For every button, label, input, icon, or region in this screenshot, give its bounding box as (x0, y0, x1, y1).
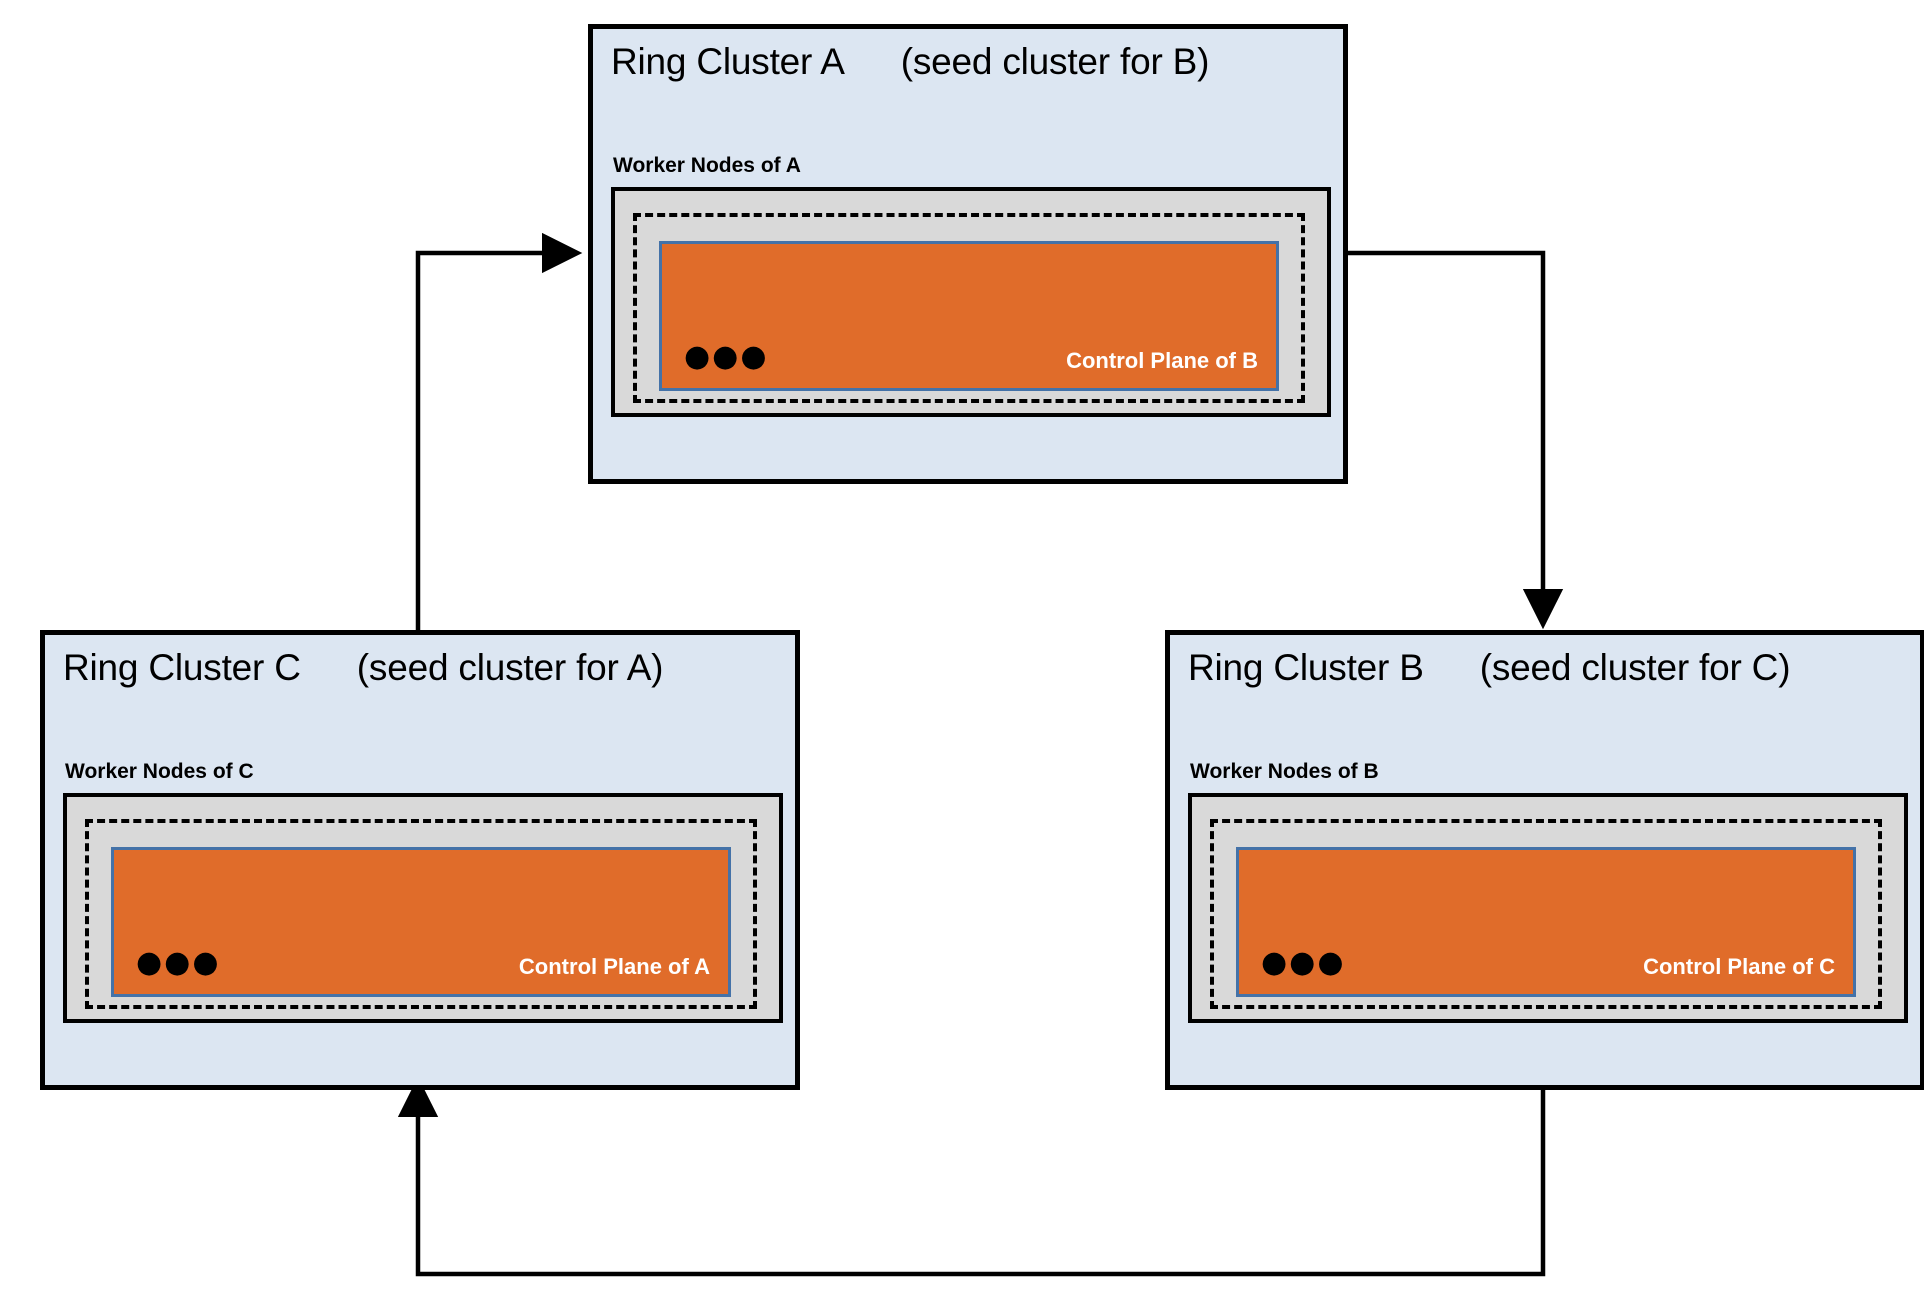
worker-node-dashed-boundary-c: ●●● Control Plane of A (85, 819, 757, 1009)
ellipsis-icon: ●●● (1261, 945, 1346, 980)
control-plane-label-a: Control Plane of A (518, 954, 710, 979)
control-plane-label-c: Control Plane of C (1643, 954, 1835, 979)
arrow-b-to-c (397, 1076, 1546, 1277)
arrow-a-to-b (1348, 250, 1564, 630)
cluster-title-c: Ring Cluster C (seed cluster for A) (63, 647, 663, 689)
worker-node-box-b[interactable]: ●●● Control Plane of C (1188, 793, 1908, 1023)
worker-nodes-label-b: Worker Nodes of B (1190, 760, 1379, 783)
worker-nodes-label-c: Worker Nodes of C (65, 760, 254, 783)
cluster-title-b: Ring Cluster B (seed cluster for C) (1188, 647, 1791, 689)
worker-node-dashed-boundary-a: ●●● Control Plane of B (633, 213, 1305, 403)
arrow-c-to-a (415, 232, 583, 660)
control-plane-box-b[interactable]: ●●● Control Plane of B (659, 241, 1279, 391)
cluster-name-b: Ring Cluster B (1188, 647, 1424, 688)
worker-node-box-c[interactable]: ●●● Control Plane of A (63, 793, 783, 1023)
worker-node-dashed-boundary-b: ●●● Control Plane of C (1210, 819, 1882, 1009)
cluster-name-a: Ring Cluster A (611, 41, 845, 82)
cluster-seed-note-a: (seed cluster for B) (900, 41, 1210, 82)
cluster-seed-note-c: (seed cluster for A) (356, 647, 664, 688)
cluster-seed-note-b: (seed cluster for C) (1479, 647, 1791, 688)
cluster-box-a[interactable]: Ring Cluster A (seed cluster for B) Worke… (588, 24, 1348, 484)
cluster-box-b[interactable]: Ring Cluster B (seed cluster for C) Worke… (1165, 630, 1924, 1090)
ellipsis-icon: ●●● (136, 945, 221, 980)
cluster-name-c: Ring Cluster C (63, 647, 301, 688)
control-plane-box-a[interactable]: ●●● Control Plane of A (111, 847, 731, 997)
cluster-title-a: Ring Cluster A (seed cluster for B) (611, 41, 1209, 83)
control-plane-label-b: Control Plane of B (1066, 348, 1258, 373)
ellipsis-icon: ●●● (684, 339, 769, 374)
control-plane-box-c[interactable]: ●●● Control Plane of C (1236, 847, 1856, 997)
worker-nodes-label-a: Worker Nodes of A (613, 154, 801, 177)
worker-node-box-a[interactable]: ●●● Control Plane of B (611, 187, 1331, 417)
cluster-box-c[interactable]: Ring Cluster C (seed cluster for A) Worke… (40, 630, 800, 1090)
